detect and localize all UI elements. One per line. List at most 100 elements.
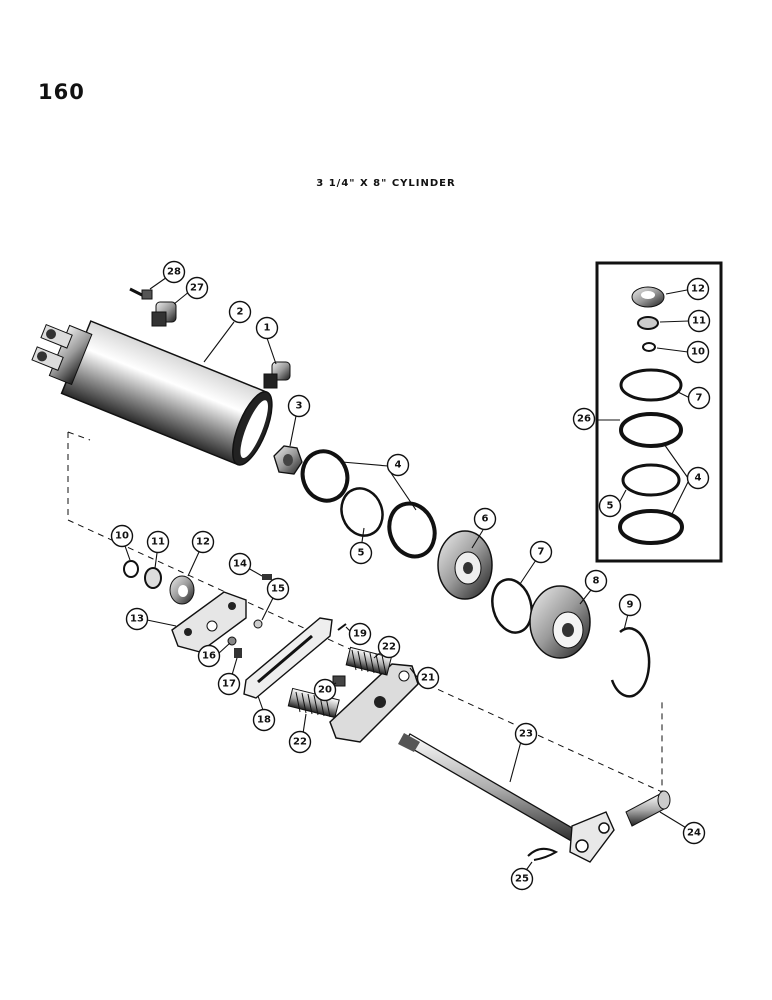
svg-text:15: 15 [271,584,285,595]
svg-text:12: 12 [691,284,705,295]
callout-16: 16 [197,644,221,668]
inset-ring-4b-part [618,509,684,545]
cylinder-barrel-part [31,320,273,466]
svg-text:5: 5 [607,501,614,512]
inset-callout-7: 7 [687,386,711,410]
screw-17-part [234,648,242,658]
callout-24: 24 [682,821,706,845]
seal-kit-box [595,261,723,563]
o-ring-10-part [123,560,139,578]
washer-15-part [253,619,263,629]
callout-14: 14 [228,552,252,576]
callout-9: 9 [618,593,642,617]
callout-8: 8 [584,569,608,593]
callout-25: 25 [510,867,534,891]
elbow-fitting-27-part [151,301,177,327]
fitting-28-part [129,287,153,300]
valve-block-21-part [329,663,419,743]
ring-5-part [340,487,384,537]
inset-washer-11-part [637,316,659,330]
piston-rod-23-part [398,733,615,863]
svg-text:21: 21 [421,673,435,684]
inset-callout-11: 11 [687,309,711,333]
svg-text:7: 7 [538,547,545,558]
plate-13-part [171,591,247,653]
callout-21: 21 [416,666,440,690]
svg-text:13: 13 [130,614,144,625]
callout-20: 20 [313,678,337,702]
svg-text:9: 9 [627,600,634,611]
o-ring-7-part [491,578,533,634]
callout-6: 6 [473,507,497,531]
svg-text:17: 17 [222,679,236,690]
inset-o-ring-10-part [642,342,656,352]
svg-text:3: 3 [296,401,303,412]
callout-12: 12 [191,530,215,554]
diagram-title: 3 1/4" X 8" CYLINDER [316,178,456,189]
screw-20-part [332,675,346,687]
svg-text:19: 19 [353,629,367,640]
svg-text:23: 23 [519,729,533,740]
callout-3: 3 [287,394,311,418]
callout-18: 18 [252,708,276,732]
inset-ring-5-part [621,463,681,497]
spring-14-part [262,574,272,580]
callout-22-lower: 22 [288,730,312,754]
svg-text:22: 22 [293,737,307,748]
assembly-outline [67,431,663,793]
svg-text:28: 28 [167,267,181,278]
callout-17: 17 [217,672,241,696]
inset-callout-12: 12 [686,277,710,301]
washer-11-part [144,567,162,589]
callout-11: 11 [146,530,170,554]
callout-5: 5 [349,541,373,565]
callout-1: 1 [255,316,279,340]
svg-text:18: 18 [257,715,271,726]
callout-13: 13 [125,607,149,631]
inset-callout-5: 5 [598,494,622,518]
callout-7: 7 [529,540,553,564]
callout-4: 4 [386,453,410,477]
inset-callout-4: 4 [686,466,710,490]
snap-ring-9-part [610,627,651,698]
link-18-part [243,617,333,699]
inset-seal-12-part [631,286,665,308]
svg-text:24: 24 [687,828,701,839]
svg-text:1: 1 [264,323,271,334]
inset-callout-10: 10 [686,340,710,364]
head-8-part [529,585,591,659]
callout-23: 23 [514,722,538,746]
ring-4b-part [387,501,437,559]
nut-3-part [273,445,303,475]
piston-6-part [437,530,493,600]
inset-o-ring-7-part [619,368,683,402]
svg-text:26: 26 [577,414,591,425]
pin-24-part [625,790,671,827]
callout-26: 26 [572,407,596,431]
svg-text:7: 7 [696,393,703,404]
svg-text:25: 25 [515,874,529,885]
svg-text:5: 5 [358,548,365,559]
callout-19: 19 [348,622,372,646]
spring-22a-part [345,646,392,676]
callout-2: 2 [228,300,252,324]
callout-27: 27 [185,276,209,300]
page-number: 160 [38,80,85,104]
svg-text:8: 8 [593,576,600,587]
callout-28: 28 [162,260,186,284]
svg-text:12: 12 [196,537,210,548]
pin-19-part [337,623,347,631]
svg-text:20: 20 [318,685,332,696]
svg-text:11: 11 [692,316,706,327]
svg-text:6: 6 [482,514,489,525]
svg-text:27: 27 [190,283,204,294]
cotter-pin-25-part [527,847,559,861]
callout-15: 15 [266,577,290,601]
seal-12-part [169,575,195,605]
svg-text:2: 2 [237,307,244,318]
svg-text:10: 10 [691,347,705,358]
svg-text:22: 22 [382,642,396,653]
callout-10: 10 [110,524,134,548]
ring-4a-part [300,449,350,503]
